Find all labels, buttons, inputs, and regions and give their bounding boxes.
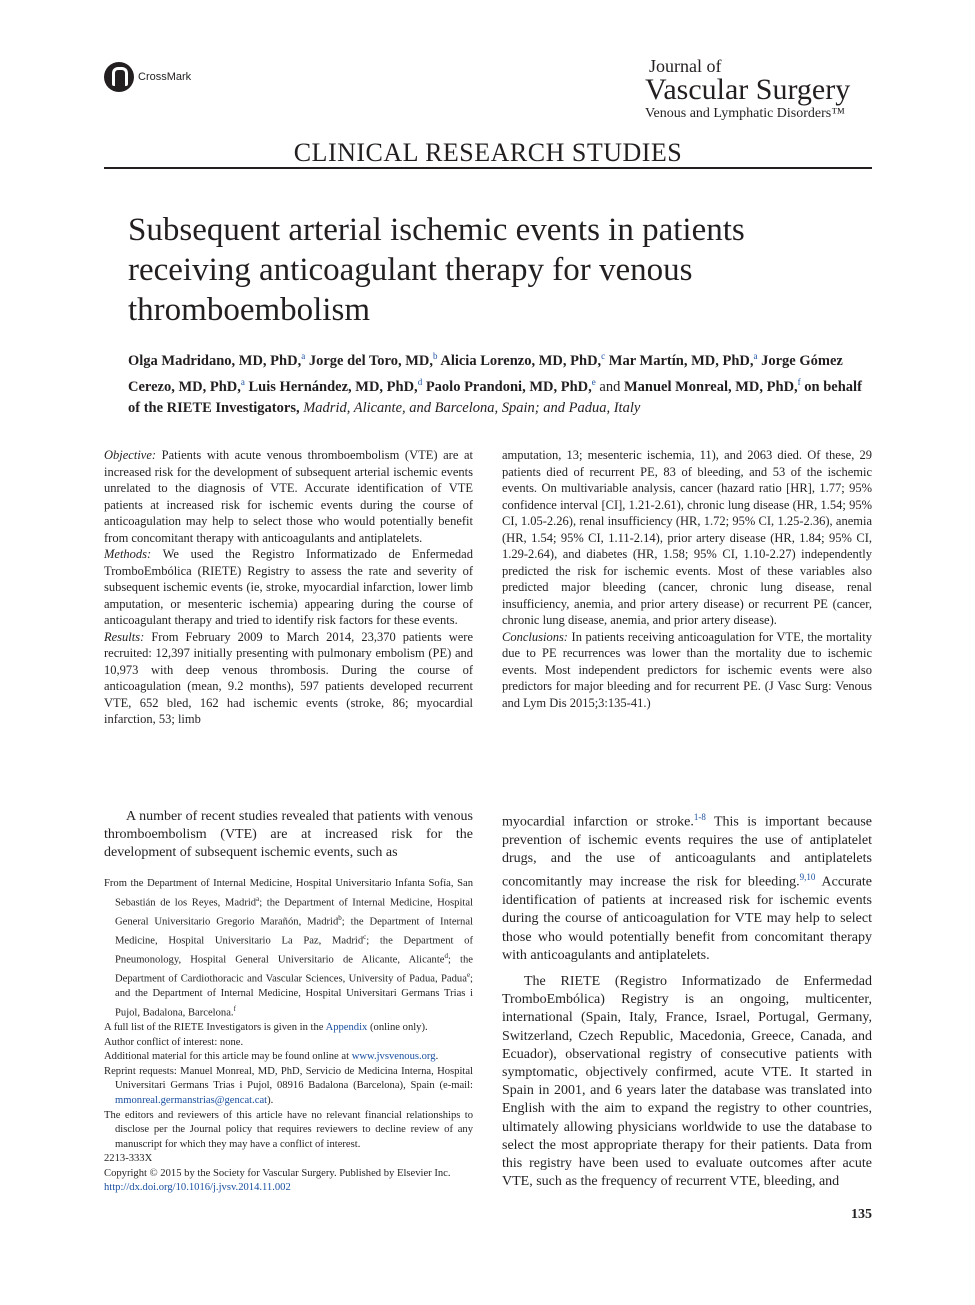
body-paragraph: myocardial infarction or stroke.1-8 This…	[502, 808, 872, 965]
abstract-right-column: amputation, 13; mesenteric ischemia, 11)…	[502, 447, 872, 711]
crossmark-icon	[104, 62, 134, 92]
citation-link[interactable]: 9,10	[799, 872, 816, 883]
affiliation-ref[interactable]: a	[240, 376, 245, 387]
note-sup: a	[256, 894, 260, 903]
journal-line-2: Vascular Surgery	[645, 73, 851, 106]
conflict-note: Author conflict of interest: none.	[104, 1036, 244, 1048]
affiliation-ref[interactable]: c	[601, 351, 606, 361]
conclusions-text: In patients receiving anticoagulation fo…	[502, 629, 872, 710]
affiliation-ref[interactable]: e	[591, 376, 596, 387]
journal-website-link[interactable]: www.jvsvenous.org	[351, 1051, 436, 1063]
on-behalf: on behalf of the RIETE Investigators,	[128, 378, 862, 416]
author-locations: Madrid, Alicante, and Barcelona, Spain; …	[303, 399, 641, 416]
conclusions-label: Conclusions:	[502, 629, 568, 644]
methods-text: We used the Registro Informatizado de En…	[104, 547, 473, 627]
reprint-note: Reprint requests: Manuel Monreal, MD, Ph…	[104, 1065, 473, 1109]
body-paragraph: A number of recent studies revealed that…	[104, 809, 473, 861]
methods-label: Methods:	[104, 547, 152, 561]
note-text: Additional material for this article may…	[104, 1051, 352, 1063]
journal-line-1: Journal of	[649, 56, 722, 76]
body-right-column: myocardial infarction or stroke.1-8 This…	[502, 808, 872, 1191]
objective-label: Objective:	[104, 448, 157, 462]
note-text: ; the Department of Internal Medicine, H…	[115, 916, 473, 947]
body-text: myocardial infarction or stroke.	[502, 814, 694, 830]
riete-note: A full list of the RIETE Investigators i…	[104, 1021, 473, 1036]
abstract-results-continued: amputation, 13; mesenteric ischemia, 11)…	[502, 448, 872, 627]
doi-link[interactable]: http://dx.doi.org/10.1016/j.jvsv.2014.11…	[104, 1182, 291, 1194]
note-text: ; the Department of Cardiothoracic and V…	[115, 954, 473, 985]
copyright-note: Copyright © 2015 by the Society for Vasc…	[104, 1167, 451, 1179]
journal-logo: Journal of Vascular Surgery Venous and L…	[645, 56, 870, 124]
author: Luis Hernández, MD, PhD,	[248, 378, 418, 395]
author: Jorge del Toro, MD,	[308, 352, 434, 369]
author: Manuel Monreal, MD, PhD,	[623, 378, 798, 395]
header-rule	[104, 167, 872, 169]
note-sup: d	[444, 951, 448, 960]
note-text: (online only).	[367, 1021, 428, 1033]
additional-material-note: Additional material for this article may…	[104, 1050, 473, 1065]
note-text: ; and the Department of Internal Medicin…	[115, 973, 473, 1019]
appendix-link[interactable]: Appendix	[325, 1021, 368, 1033]
note-sup: f	[233, 1004, 236, 1013]
abstract-objective: Objective: Patients with acute venous th…	[104, 447, 473, 546]
page-number: 135	[851, 1207, 872, 1222]
abstract-left-column: Objective: Patients with acute venous th…	[104, 447, 473, 728]
author: Jorge Gómez Cerezo, MD, PhD,	[128, 352, 843, 395]
note-text: ; the Department of Internal Medicine, H…	[115, 897, 474, 928]
author-and: and	[599, 378, 621, 395]
note-sup: b	[338, 913, 342, 922]
author: Alicia Lorenzo, MD, PhD,	[440, 352, 602, 369]
crossmark-label: CrossMark	[138, 71, 192, 83]
results-label: Results:	[104, 629, 145, 644]
note-text: A full list of the RIETE Investigators i…	[104, 1021, 326, 1033]
issn: 2213-333X	[104, 1153, 153, 1165]
author: Mar Martín, MD, PhD,	[608, 352, 754, 369]
note-sup: c	[363, 932, 367, 941]
abstract-results: Results: From February 2009 to March 201…	[104, 629, 473, 728]
body-text: This is important because prevention of …	[502, 814, 872, 890]
editors-note: The editors and reviewers of this articl…	[104, 1109, 473, 1150]
abstract-methods: Methods: We used the Registro Informatiz…	[104, 546, 473, 629]
author-list: Olga Madridano, MD, PhD,a Jorge del Toro…	[128, 346, 873, 419]
section-title: CLINICAL RESEARCH STUDIES	[293, 138, 683, 167]
affiliation-ref[interactable]: b	[433, 351, 438, 361]
author: Paolo Prandoni, MD, PhD,	[425, 378, 592, 395]
abstract-conclusions: Conclusions: In patients receiving antic…	[502, 629, 872, 712]
note-text: ; the Department of Pneumonology, Hospit…	[115, 935, 473, 966]
email-link[interactable]: mmonreal.germanstrias@gencat.cat	[115, 1094, 268, 1106]
affiliation-ref[interactable]: d	[417, 376, 423, 387]
journal-line-3: Venous and Lymphatic Disorders™	[645, 106, 845, 121]
objective-text: Patients with acute venous thromboemboli…	[104, 448, 474, 545]
affiliations-note: From the Department of Internal Medicine…	[104, 877, 473, 1021]
note-text: .	[435, 1051, 439, 1063]
body-left-column: A number of recent studies revealed that…	[104, 808, 473, 863]
note-text: Reprint requests: Manuel Monreal, MD, Ph…	[104, 1065, 473, 1092]
body-text: Accurate identification of patients at i…	[502, 874, 873, 963]
affiliation-ref[interactable]: a	[301, 351, 306, 361]
affiliation-ref[interactable]: f	[797, 376, 801, 387]
note-text: ).	[267, 1094, 274, 1106]
article-title: Subsequent arterial ischemic events in p…	[128, 212, 745, 328]
footnotes: From the Department of Internal Medicine…	[104, 877, 473, 1196]
crossmark-badge[interactable]: CrossMark	[104, 62, 191, 92]
note-text: From the Department of Internal Medicine…	[104, 878, 473, 909]
note-sup: e	[466, 971, 471, 980]
doi-note: http://dx.doi.org/10.1016/j.jvsv.2014.11…	[104, 1181, 473, 1196]
citation-link[interactable]: 1-8	[693, 812, 706, 822]
body-paragraph: The RIETE (Registro Informatizado de Enf…	[502, 973, 872, 1190]
author: Olga Madridano, MD, PhD,	[128, 352, 302, 369]
affiliation-ref[interactable]: a	[753, 351, 758, 361]
results-text: From February 2009 to March 2014, 23,370…	[104, 629, 473, 727]
